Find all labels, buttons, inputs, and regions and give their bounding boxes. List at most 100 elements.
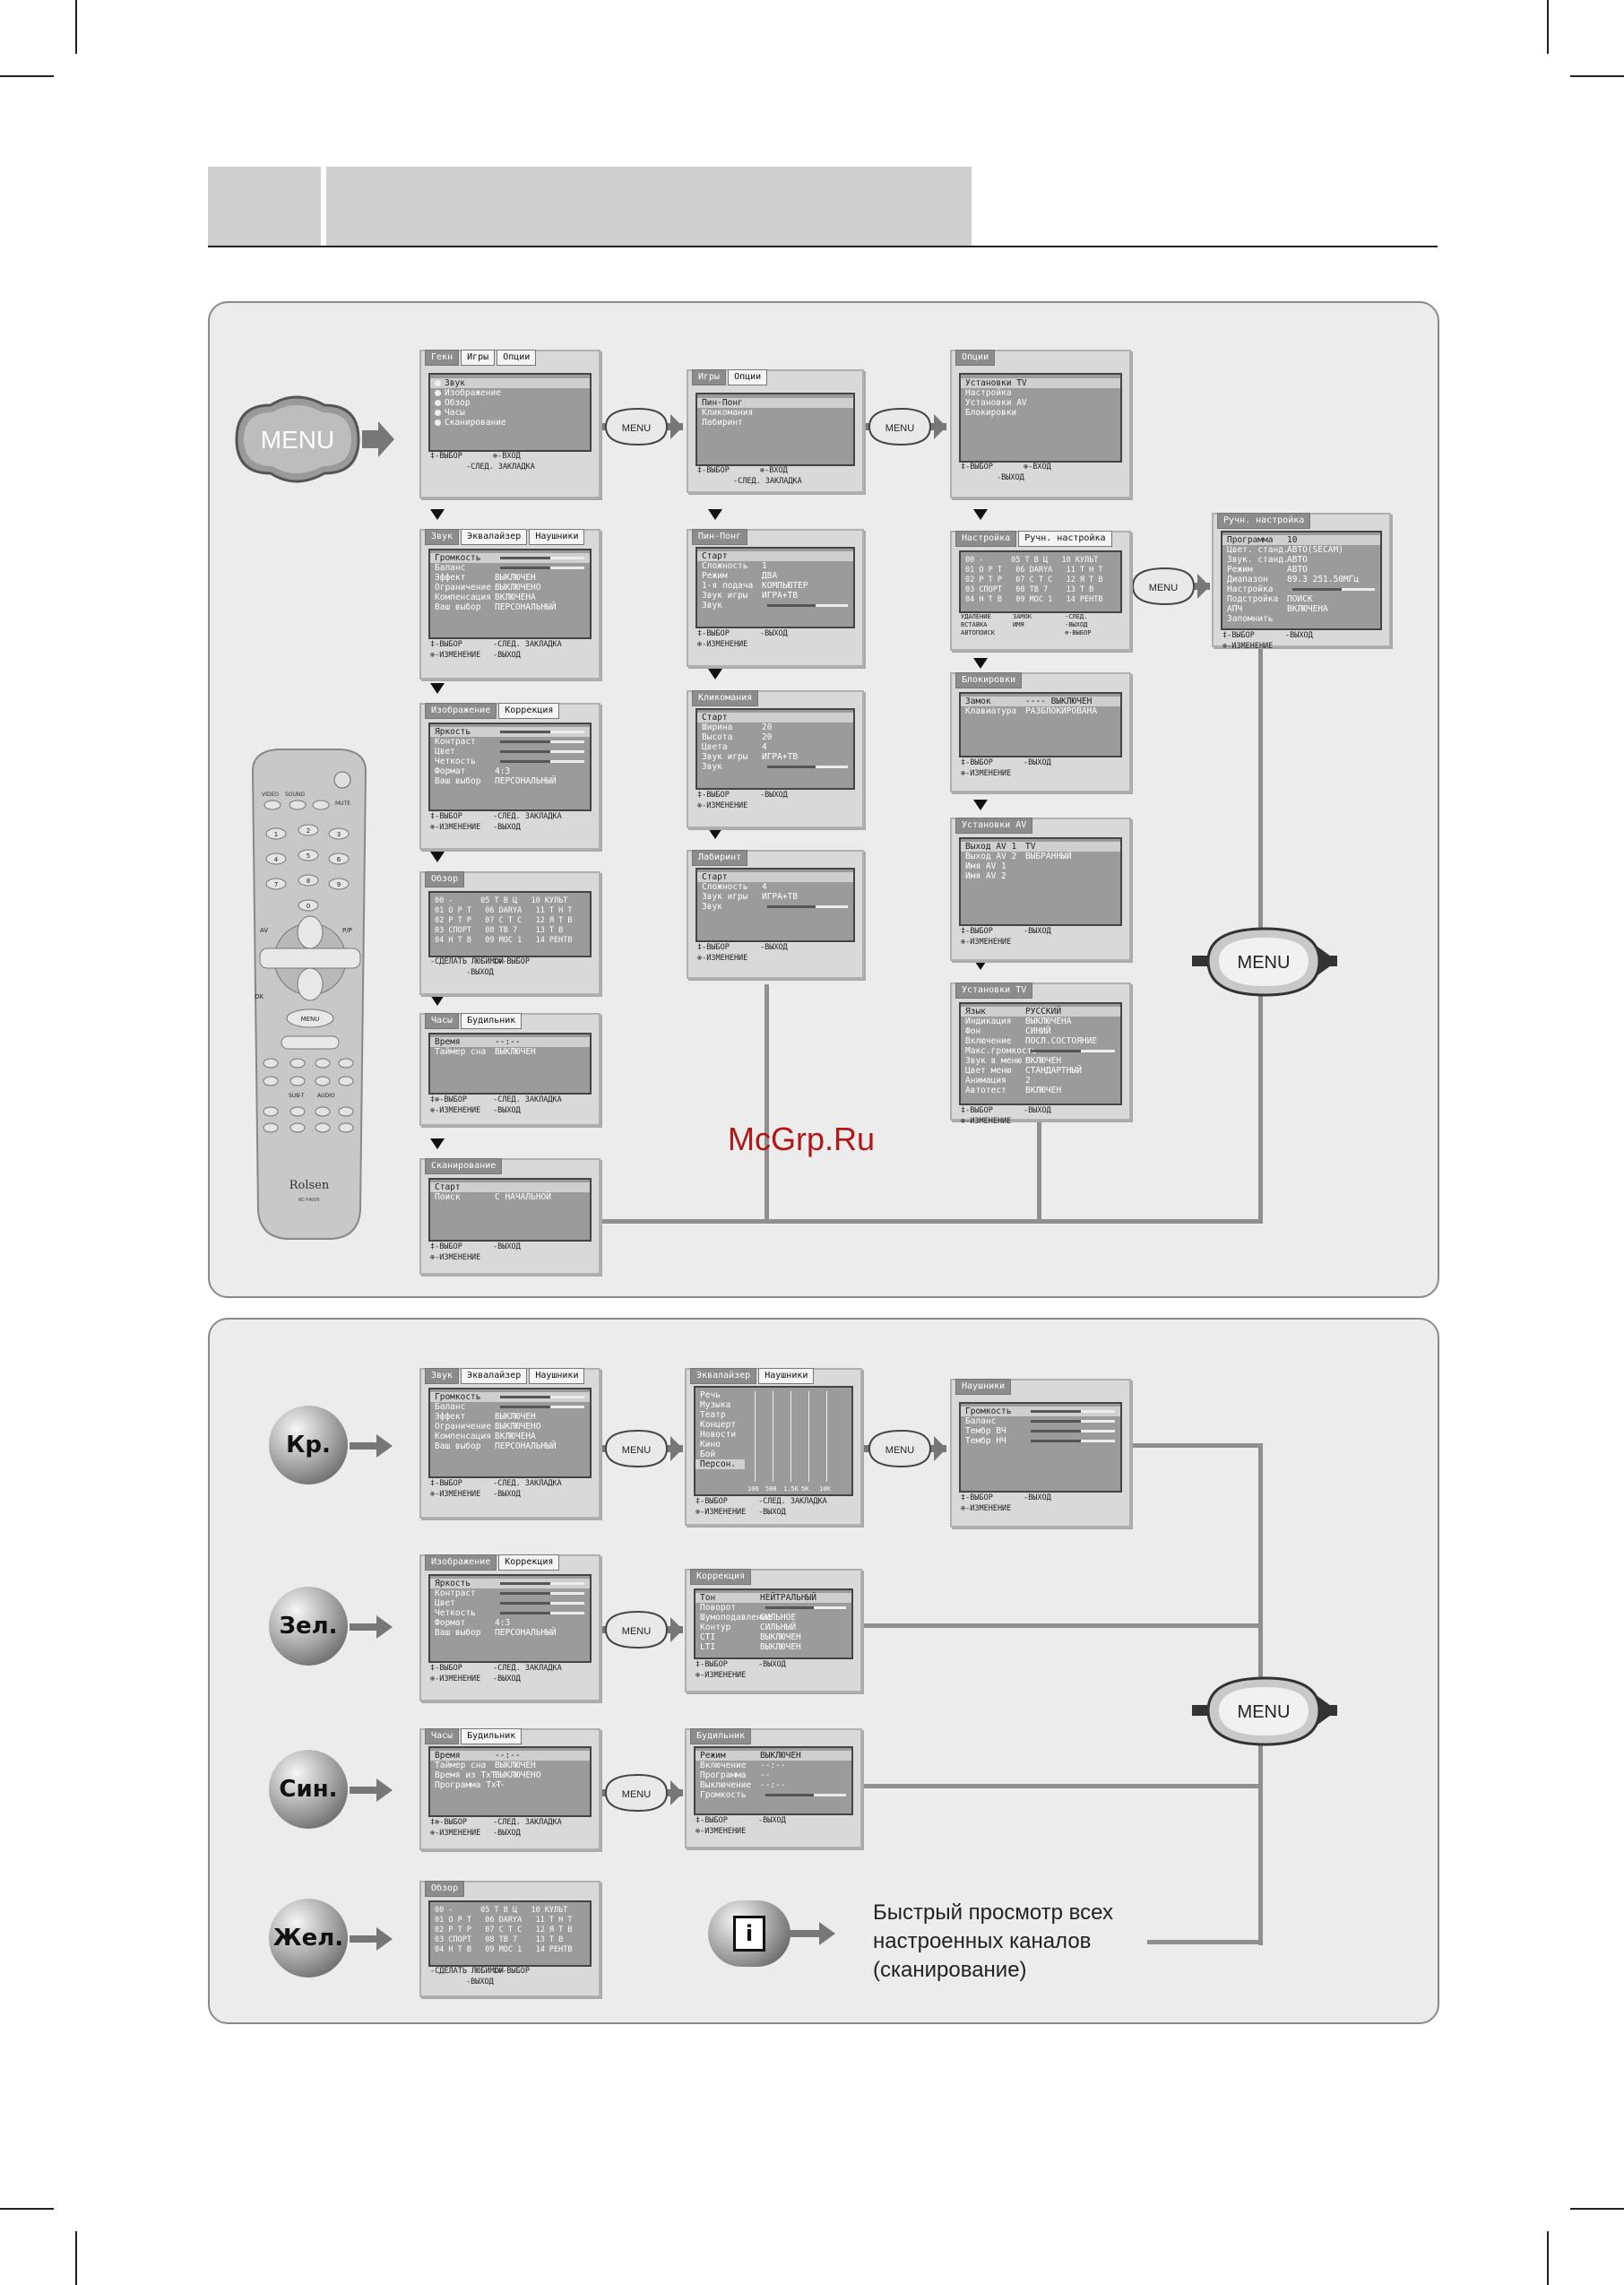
menu-item[interactable]: Программа TxT-- — [430, 1780, 590, 1790]
channel-row[interactable]: 00 - 05 Т В Ц 10 КУЛЬТ — [435, 1906, 568, 1915]
tab[interactable]: Наушники — [955, 1379, 1012, 1395]
menu-item[interactable]: Четкость — [430, 757, 590, 766]
menu-item[interactable]: Звук — [697, 902, 853, 912]
channel-row[interactable]: 01 О Р Т 06 DARYA 11 Т Н Т — [435, 1916, 573, 1925]
level-bar[interactable] — [767, 766, 848, 768]
level-bar[interactable] — [1292, 588, 1375, 591]
tab[interactable]: Эквалайзер — [690, 1368, 757, 1384]
menu-item[interactable]: Установки TV — [961, 378, 1120, 388]
menu-item[interactable]: Макс.громкость — [961, 1046, 1120, 1056]
tab[interactable]: Коррекция — [498, 703, 560, 719]
level-bar[interactable] — [500, 740, 584, 743]
tab[interactable]: Настройка — [955, 531, 1017, 547]
level-bar[interactable] — [1031, 1420, 1115, 1423]
channel-row[interactable]: 00 - 05 Т В Ц 10 КУЛЬТ — [435, 896, 568, 905]
channel-row[interactable]: 04 Н Т В 09 MOC 1 14 РЕНТВ — [435, 936, 573, 945]
level-bar[interactable] — [500, 1582, 584, 1585]
tab[interactable]: Коррекция — [690, 1569, 752, 1585]
menu-item[interactable]: Баланс — [961, 1416, 1120, 1426]
level-bar[interactable] — [1031, 1410, 1115, 1413]
channel-row[interactable]: 00 - 05 Т В Ц 10 КУЛЬТ — [965, 556, 1099, 565]
menu-exit-button[interactable]: MENU — [1192, 1673, 1337, 1750]
eq-band-slider[interactable]: 1.5K — [783, 1391, 799, 1493]
menu-small-button[interactable]: MENU — [597, 1770, 683, 1820]
menu-item[interactable]: Контраст — [430, 737, 590, 747]
tab[interactable]: Блокировки — [955, 672, 1023, 688]
tab[interactable]: Ручн. настройка — [1217, 513, 1311, 529]
info-key-button[interactable]: i — [708, 1900, 790, 1967]
tab[interactable]: Гекн — [425, 350, 460, 366]
menu-small-button[interactable]: MENU — [597, 1425, 683, 1476]
level-bar[interactable] — [767, 905, 848, 908]
tab[interactable]: Установки TV — [955, 982, 1033, 999]
tab[interactable]: Звук — [425, 1368, 460, 1384]
level-bar[interactable] — [500, 1396, 584, 1398]
menu-item[interactable]: Выключение--:-- — [695, 1780, 851, 1790]
tab[interactable]: Пин-Понг — [692, 529, 748, 545]
level-bar[interactable] — [500, 1592, 584, 1595]
eq-band-slider[interactable]: 100 — [747, 1391, 764, 1493]
menu-item[interactable]: Яркость — [430, 727, 590, 737]
tab[interactable]: Будильник — [461, 1728, 523, 1744]
menu-item[interactable]: Контраст — [430, 1588, 590, 1598]
menu-item[interactable]: Звук — [697, 762, 853, 772]
menu-item[interactable]: Цвет. станд.АВТО(SECAM) — [1222, 545, 1380, 555]
blue-key-button[interactable]: Син. — [269, 1750, 348, 1829]
menu-item[interactable]: Громкость — [430, 1392, 590, 1402]
menu-item[interactable]: Установки AV — [961, 398, 1120, 408]
channel-row[interactable]: 01 О Р Т 06 DARYA 11 Т Н Т — [965, 566, 1103, 575]
menu-item[interactable]: Часы — [430, 408, 590, 418]
level-bar[interactable] — [765, 1606, 846, 1609]
tab[interactable]: Наушники — [758, 1368, 815, 1384]
menu-item[interactable]: Лабиринт — [697, 418, 853, 428]
level-bar[interactable] — [1031, 1430, 1115, 1432]
menu-small-button[interactable]: MENU — [597, 403, 683, 454]
tab[interactable]: Будильник — [690, 1728, 752, 1744]
level-bar[interactable] — [767, 604, 848, 607]
channel-row[interactable]: 02 Р Т Р 07 С Т С 12 Я Т В — [435, 916, 573, 925]
tab[interactable]: Коррекция — [498, 1554, 560, 1571]
menu-item[interactable]: Сканирование — [430, 418, 590, 428]
menu-item[interactable]: Звук — [697, 601, 853, 610]
menu-small-button[interactable]: MENU — [860, 1425, 946, 1476]
menu-item[interactable]: Цвет — [430, 1598, 590, 1608]
yellow-key-button[interactable]: Жел. — [269, 1899, 348, 1978]
tab[interactable]: Сканирование — [425, 1158, 503, 1174]
level-bar[interactable] — [500, 567, 584, 569]
channel-row[interactable]: 02 Р Т Р 07 С Т С 12 Я Т В — [965, 576, 1103, 584]
level-bar[interactable] — [500, 557, 584, 559]
eq-preset[interactable]: Новости — [700, 1430, 737, 1440]
menu-small-button[interactable]: MENU — [860, 403, 946, 454]
menu-entry-button[interactable]: MENU — [226, 385, 394, 493]
channel-row[interactable]: 03 СПОРТ 08 ТВ 7 13 Т В — [965, 585, 1094, 594]
eq-preset[interactable]: Концерт — [700, 1420, 737, 1430]
eq-band-slider[interactable]: 500 — [765, 1391, 782, 1493]
